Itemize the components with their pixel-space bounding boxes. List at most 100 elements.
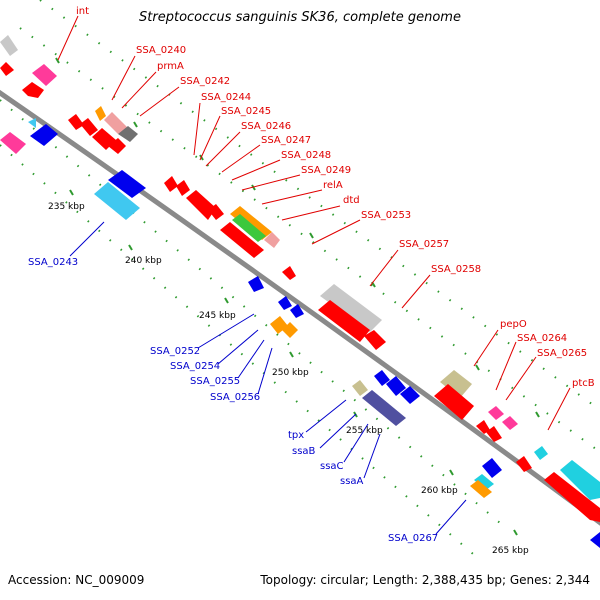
gene-block[interactable] [0, 132, 26, 154]
gene-block[interactable] [544, 472, 600, 522]
leader-line [505, 356, 537, 401]
scale-label: 240 kbp [125, 256, 162, 266]
leader-line [111, 55, 136, 101]
gene-ssa-0254[interactable] [278, 296, 292, 310]
leader-line [547, 387, 571, 431]
gene-ssa-0265[interactable] [502, 416, 518, 430]
leader-line [305, 399, 347, 433]
gene-label[interactable]: ssaB [292, 446, 316, 457]
gene-ptcb[interactable] [534, 446, 548, 460]
gene-label[interactable]: SSA_0254 [170, 361, 220, 372]
leader-line [311, 219, 361, 245]
gene-label[interactable]: SSA_0257 [399, 239, 449, 250]
scale-label: 265 kbp [492, 546, 529, 556]
gene-ssa-0248[interactable] [164, 176, 178, 192]
gene-ssa-0253[interactable] [264, 232, 280, 248]
topology-label: Topology: circular; Length: 2,388,435 bp… [260, 573, 590, 587]
gene-rela[interactable] [208, 204, 224, 220]
gene-label[interactable]: SSA_0258 [431, 264, 481, 275]
gene-block[interactable] [590, 532, 600, 548]
gene-ssa-0255[interactable] [290, 304, 304, 318]
kbp-tick [133, 121, 138, 128]
leader-line [281, 205, 341, 221]
gene-ssa-0243[interactable] [108, 170, 146, 198]
gene-tpx[interactable] [352, 380, 368, 396]
kbp-tick [55, 57, 60, 64]
gene-block[interactable] [220, 222, 264, 258]
kbp-tick [475, 364, 480, 371]
gene-label[interactable]: prmA [157, 61, 184, 72]
leader-line [435, 499, 467, 535]
gene-label[interactable]: SSA_0256 [210, 392, 260, 403]
gene-label[interactable]: SSA_0253 [361, 210, 411, 221]
gene-label[interactable]: SSA_0245 [221, 106, 271, 117]
gene-block[interactable] [0, 62, 14, 76]
gene-label[interactable]: ssaA [340, 476, 364, 487]
gene-block[interactable] [516, 456, 532, 472]
gene-block[interactable] [560, 460, 600, 500]
gene-ssab[interactable] [386, 376, 406, 396]
gene-ssa-0257[interactable] [320, 284, 382, 332]
track-guides [0, 0, 600, 561]
gene-label[interactable]: relA [323, 180, 343, 191]
gene-ssab[interactable] [374, 370, 390, 386]
gene-ssa-0256[interactable] [282, 322, 298, 338]
leader-line [193, 102, 201, 156]
gene-label[interactable]: pepO [500, 319, 527, 330]
gene-block[interactable] [486, 426, 502, 442]
gene-dtd[interactable] [232, 214, 266, 242]
gene-ssa-0252[interactable] [248, 276, 264, 292]
gene-pepo[interactable] [434, 384, 474, 420]
gene-ssa-0264[interactable] [488, 406, 504, 420]
scale-label: 255 kbp [346, 426, 383, 436]
gene-block[interactable] [30, 124, 58, 146]
gene-block[interactable] [476, 420, 490, 434]
gene-label[interactable]: SSA_0264 [517, 333, 567, 344]
kbp-tick [535, 411, 540, 418]
gene-ssa-0249[interactable] [176, 180, 190, 196]
gene-ssa-0242[interactable] [118, 126, 138, 142]
gene-block[interactable] [482, 458, 502, 478]
gene-label[interactable]: ptcB [572, 378, 595, 389]
gene-ssa-0245[interactable] [80, 118, 98, 136]
gene-ssa-0240[interactable] [95, 106, 106, 121]
gene-block[interactable] [22, 82, 44, 98]
gene-label[interactable]: SSA_0240 [136, 45, 186, 56]
forward-genes[interactable] [0, 35, 600, 522]
gene-ssa-0267[interactable] [474, 474, 494, 490]
gene-label[interactable]: SSA_0247 [261, 135, 311, 146]
reverse-genes[interactable] [0, 118, 600, 548]
gene-int[interactable] [32, 64, 57, 86]
gene-label[interactable]: SSA_0249 [301, 165, 351, 176]
gene-block[interactable] [364, 330, 386, 350]
gene-ssa-0247[interactable] [108, 138, 126, 154]
gene-ssa-0258[interactable] [318, 300, 370, 342]
gene-ssa-0244[interactable] [68, 114, 84, 130]
gene-ssaa[interactable] [362, 390, 406, 426]
gene-int[interactable] [0, 35, 18, 56]
leader-line [69, 221, 105, 257]
gene-label[interactable]: dtd [343, 195, 360, 206]
gene-label[interactable]: SSA_0242 [180, 76, 230, 87]
gene-ssac[interactable] [400, 386, 420, 404]
gene-label[interactable]: ssaC [320, 461, 344, 472]
gene-rela[interactable] [186, 190, 216, 220]
gene-block[interactable] [282, 266, 296, 280]
gene-ssa-0267[interactable] [470, 480, 492, 498]
gene-ssa-0243[interactable] [94, 182, 140, 220]
gene-label[interactable]: SSA_0244 [201, 92, 251, 103]
leader-line [319, 413, 357, 449]
gene-pepo[interactable] [440, 370, 472, 398]
kbp-tick [128, 244, 133, 251]
gene-label[interactable]: SSA_0243 [28, 257, 78, 268]
gene-prma[interactable] [104, 112, 128, 134]
gene-label[interactable]: SSA_0252 [150, 346, 200, 357]
gene-label[interactable]: SSA_0246 [241, 121, 291, 132]
gene-label[interactable]: SSA_0265 [537, 348, 587, 359]
gene-label[interactable]: tpx [288, 430, 304, 441]
gene-label[interactable]: SSA_0267 [388, 533, 438, 544]
gene-label[interactable]: int [76, 6, 89, 17]
gene-block[interactable] [28, 118, 36, 128]
gene-label[interactable]: SSA_0255 [190, 376, 240, 387]
gene-label[interactable]: SSA_0248 [281, 150, 331, 161]
